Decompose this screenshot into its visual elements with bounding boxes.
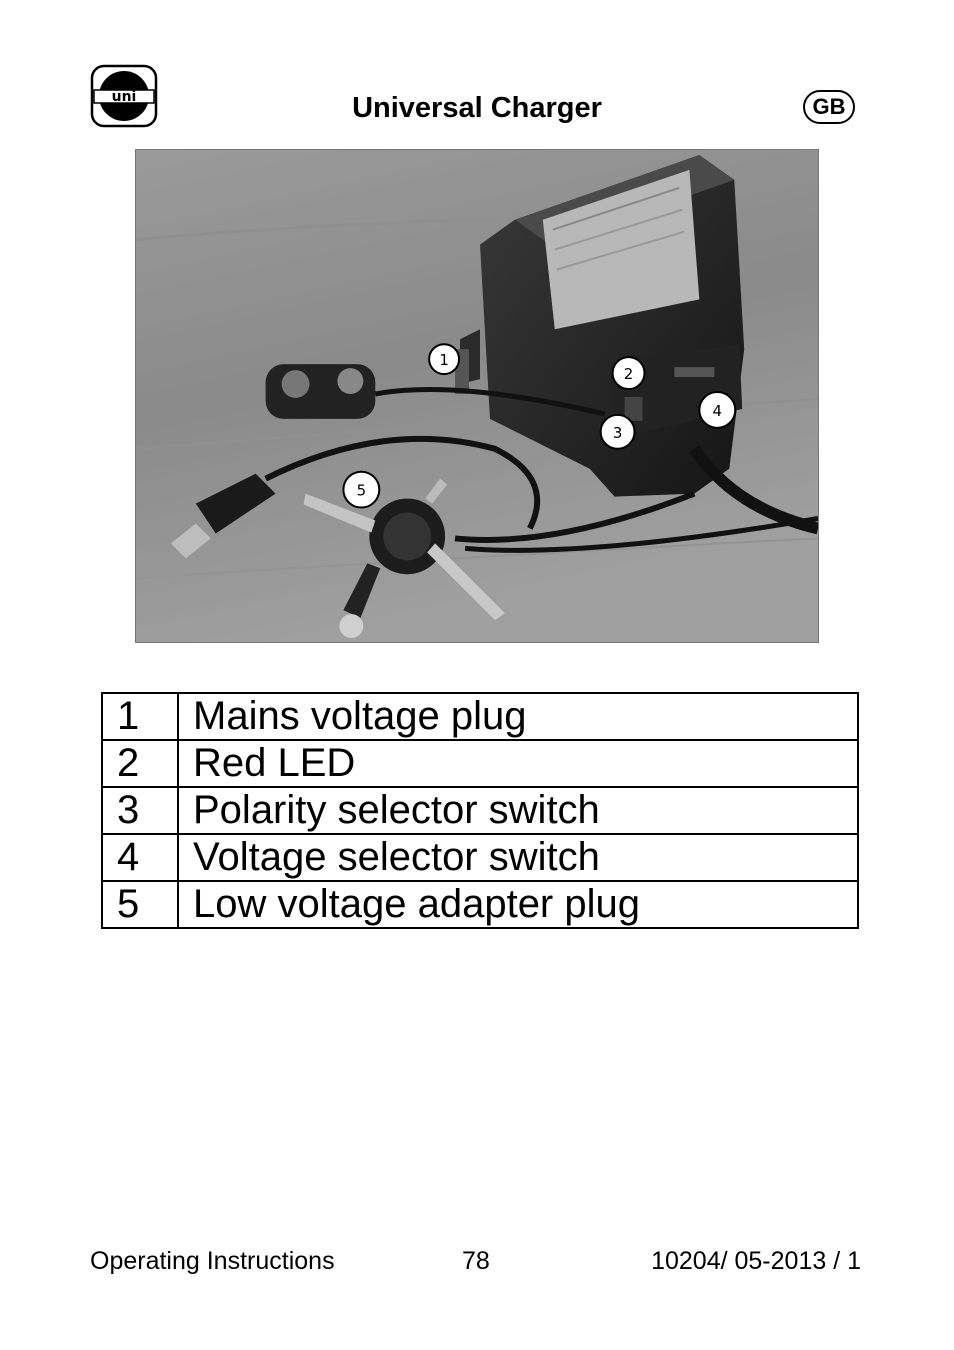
callout-1: 1 — [428, 343, 461, 376]
svg-text:4: 4 — [713, 402, 723, 420]
part-number: 3 — [101, 786, 179, 835]
table-row: 1 Mains voltage plug — [101, 692, 859, 741]
part-number: 4 — [101, 833, 179, 882]
callout-5: 5 — [342, 470, 381, 509]
table-row: 5 Low voltage adapter plug — [101, 880, 859, 929]
brand-logo-text: uni — [112, 89, 137, 105]
svg-text:1: 1 — [439, 351, 449, 369]
parts-table: 1 Mains voltage plug 2 Red LED 3 Polarit… — [101, 692, 859, 929]
page-title: Universal Charger — [352, 92, 602, 124]
callout-3: 3 — [599, 413, 636, 450]
table-row: 3 Polarity selector switch — [101, 786, 859, 835]
footer-doc-type: Operating Instructions — [90, 1247, 335, 1275]
svg-text:3: 3 — [613, 424, 623, 442]
product-photo: 1 2 3 4 5 — [135, 149, 819, 643]
part-number: 5 — [101, 880, 179, 929]
part-label: Polarity selector switch — [177, 786, 859, 835]
language-badge: GB — [803, 90, 855, 124]
footer-page-number: 78 — [462, 1247, 490, 1275]
svg-text:5: 5 — [357, 482, 367, 500]
svg-text:2: 2 — [624, 365, 634, 383]
callout-2: 2 — [611, 356, 646, 391]
part-label: Red LED — [177, 739, 859, 788]
callout-4: 4 — [698, 391, 737, 429]
part-number: 2 — [101, 739, 179, 788]
part-label: Low voltage adapter plug — [177, 880, 859, 929]
table-row: 2 Red LED — [101, 739, 859, 788]
table-row: 4 Voltage selector switch — [101, 833, 859, 882]
brand-logo: uni — [90, 64, 158, 128]
footer-doc-code: 10204/ 05-2013 / 1 — [651, 1247, 861, 1275]
part-label: Mains voltage plug — [177, 692, 859, 741]
part-number: 1 — [101, 692, 179, 741]
part-label: Voltage selector switch — [177, 833, 859, 882]
